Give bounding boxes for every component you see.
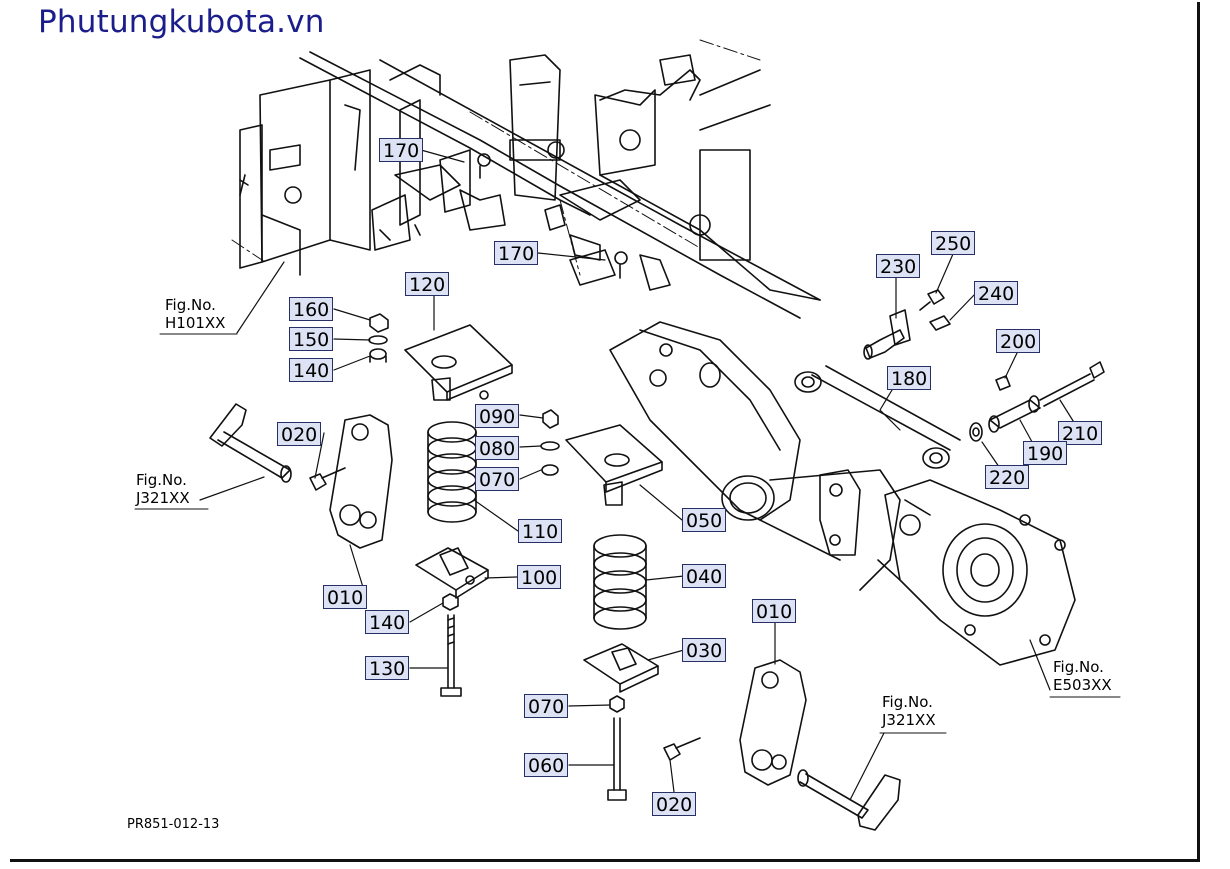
figref-j321-left[interactable]: Fig.No. J321XX	[136, 471, 190, 507]
figref-h101[interactable]: Fig.No. H101XX	[165, 296, 225, 332]
bolt-060-drawing	[607, 695, 627, 801]
figref-h101-line1: Fig.No.	[165, 296, 216, 314]
figref-j321-right-line1: Fig.No.	[882, 693, 933, 711]
spring-seat-120-drawing	[404, 324, 513, 401]
callout-070-upper[interactable]: 070	[475, 467, 520, 491]
grease-fitting-240	[929, 315, 951, 331]
figref-j321-right-line2: J321XX	[882, 711, 936, 729]
callout-120[interactable]: 120	[405, 272, 450, 296]
figref-j321-right[interactable]: Fig.No. J321XX	[882, 693, 936, 729]
callout-140-lower[interactable]: 140	[365, 610, 410, 634]
callout-100[interactable]: 100	[517, 565, 562, 589]
callout-160[interactable]: 160	[289, 297, 334, 321]
callout-040[interactable]: 040	[682, 564, 727, 588]
callout-060[interactable]: 060	[524, 753, 569, 777]
axle-housing-drawing	[609, 321, 1076, 666]
callout-020-right[interactable]: 020	[652, 792, 697, 816]
callout-240[interactable]: 240	[974, 281, 1019, 305]
pin-190-drawing	[988, 395, 1041, 433]
bracket-170-lower	[569, 249, 628, 286]
callout-170-lower[interactable]: 170	[494, 241, 539, 265]
arm-rod-left-drawing	[209, 403, 292, 483]
seat-030-drawing	[583, 643, 659, 693]
figref-j321-left-line1: Fig.No.	[136, 471, 187, 489]
seat-100-drawing	[415, 547, 489, 599]
rod-180-drawing	[794, 365, 961, 469]
drawing-frame	[10, 2, 1200, 862]
bolt-250-drawing	[919, 289, 945, 311]
bolt-130-drawing	[440, 593, 462, 697]
figref-e503-line1: Fig.No.	[1053, 658, 1104, 676]
chassis-centerlines	[231, 39, 761, 276]
bolt-210-drawing	[1039, 361, 1105, 407]
callout-170-upper[interactable]: 170	[379, 138, 424, 162]
callout-070-lower[interactable]: 070	[524, 694, 569, 718]
callout-200[interactable]: 200	[996, 329, 1041, 353]
drawing-number: PR851-012-13	[127, 817, 220, 832]
callout-080[interactable]: 080	[475, 436, 520, 460]
callout-220[interactable]: 220	[985, 465, 1030, 489]
link-010-right-drawing	[739, 659, 807, 786]
brand-watermark: Phutungkubota.vn	[38, 4, 325, 40]
spring-040-drawing	[593, 534, 647, 630]
bolt-020-left	[309, 467, 346, 491]
link-010-left-drawing	[329, 414, 393, 549]
figref-e503-line2: E503XX	[1053, 676, 1112, 694]
callout-250[interactable]: 250	[931, 231, 976, 255]
callout-230[interactable]: 230	[876, 254, 921, 278]
pin-230-drawing	[863, 309, 911, 360]
arm-rod-right-drawing	[797, 769, 901, 831]
figref-rules	[134, 333, 1121, 734]
chassis-frame-drawing	[239, 51, 821, 319]
spring-seat-050-drawing	[565, 424, 663, 506]
callout-020-left[interactable]: 020	[277, 422, 322, 446]
callout-110[interactable]: 110	[518, 519, 563, 543]
callout-180[interactable]: 180	[887, 366, 932, 390]
callout-140-upper[interactable]: 140	[289, 358, 334, 382]
washer-220-drawing	[969, 422, 983, 442]
callout-150[interactable]: 150	[289, 327, 334, 351]
nut-washer-stack-left	[368, 313, 389, 363]
callout-090[interactable]: 090	[475, 404, 520, 428]
callout-050[interactable]: 050	[682, 508, 727, 532]
callout-010-right[interactable]: 010	[752, 599, 797, 623]
callout-010-left[interactable]: 010	[323, 585, 368, 609]
callout-130[interactable]: 130	[365, 656, 410, 680]
leader-lines	[199, 149, 1081, 801]
callout-030[interactable]: 030	[682, 638, 727, 662]
callout-190[interactable]: 190	[1023, 441, 1068, 465]
figref-h101-line2: H101XX	[165, 314, 226, 332]
bracket-170-upper	[439, 149, 491, 213]
bolt-020-right	[663, 737, 701, 761]
figref-e503[interactable]: Fig.No. E503XX	[1053, 658, 1112, 694]
grease-fitting-200	[995, 375, 1011, 391]
figref-j321-left-line2: J321XX	[136, 489, 190, 507]
